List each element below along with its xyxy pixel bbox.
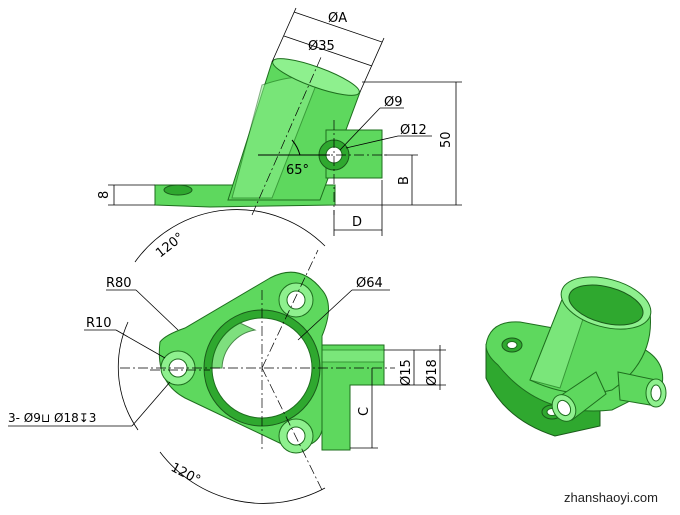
iso-pipe-left-hole [556,399,572,417]
dim-r80: R80 [106,276,132,291]
dim-dia-64: Ø64 [356,276,383,291]
dim-dia-35: Ø35 [308,39,335,54]
iso-bolt-left-hole [506,341,518,349]
dim-50: 50 [439,131,454,148]
top-outlet-highlight [321,349,385,363]
watermark: zhanshaoyi.com [564,490,658,505]
front-dim35-line [283,35,373,67]
top-outlet-pipe [321,344,385,451]
dim-dia-18: Ø18 [425,359,440,386]
dim-c: C [357,407,372,416]
hole-note: 3- Ø9⊔ Ø18↧3 [8,411,96,425]
dim-dia-12: Ø12 [400,123,427,138]
dia9-leader [339,107,381,151]
top-r80-arc-top [134,209,326,263]
r80-leader [135,289,179,331]
dim-dia-15: Ø15 [399,359,414,386]
top-view: 120° 120° R80 R10 Ø64 3- Ø9⊔ Ø18↧3 Ø15 Ø… [8,209,446,504]
front-dimA-ext-right [359,37,385,93]
front-angle-arc [291,139,301,156]
dim-dia-9: Ø9 [384,95,403,110]
front-base-hole [163,184,193,196]
bolt-hole-top [286,290,306,310]
hole-note-leader [131,381,171,427]
dim-r10: R10 [86,316,112,331]
dia64-leader [297,289,353,341]
front-view: ØA Ø35 Ø9 Ø12 50 B 8 65° D [97,7,462,236]
dim-b: B [397,176,412,185]
dia12-leader [345,135,399,149]
dim-angle-bottom: 120° [168,460,203,488]
top-r80-arc-left [117,321,139,431]
front-dimA-line [293,11,383,43]
front-tube-top [272,58,360,96]
r10-leader [115,329,166,359]
top-centerline-lower [261,367,323,491]
bolt-hole-bottom [286,426,306,446]
top-r80-arc-bottom [159,451,326,504]
top-bore-wall [211,322,257,369]
dim-angle-top: 120° [153,230,187,261]
isometric-view [485,276,667,437]
front-axis-line [251,54,323,216]
dim-angle-65: 65° [286,163,309,178]
dim-8: 8 [97,191,112,199]
top-centerline-upper [261,249,319,369]
iso-pipe-right-hole [650,384,662,402]
dim-d: D [352,215,362,230]
front-dimA-ext-left [271,7,297,63]
dim-dia-a: ØA [328,11,347,26]
iso-tube-bore [568,284,644,326]
